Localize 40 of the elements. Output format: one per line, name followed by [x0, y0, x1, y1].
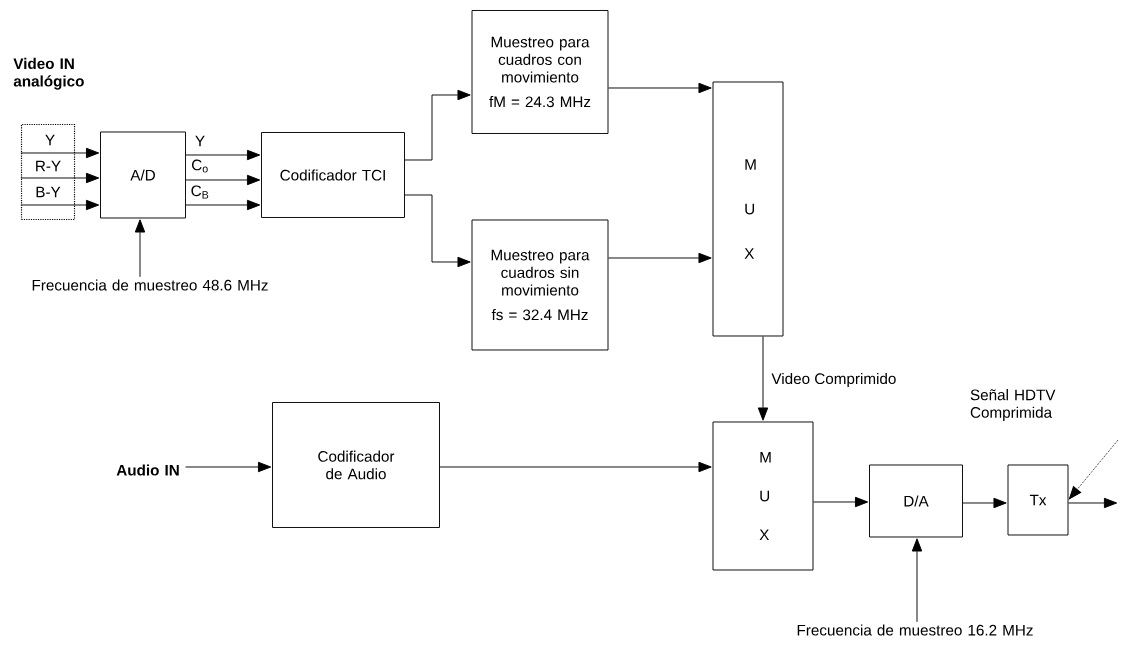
arrow: [20, 172, 100, 184]
edge-label: C$_{B}$: [191, 185, 209, 199]
arrow: [185, 461, 272, 473]
process-box: Tx: [1007, 464, 1069, 536]
arrow: [608, 82, 712, 94]
process-box: D/A: [869, 464, 963, 538]
arrow: [608, 252, 712, 264]
arrow: [404, 89, 471, 161]
arrow: [185, 199, 261, 211]
signal-label: Frecuencia de muestreo 48.6 MHz: [32, 279, 268, 291]
multiplexer-box: M U X: [712, 81, 784, 337]
arrow: [134, 219, 146, 278]
arrow: [1068, 497, 1118, 509]
arrow: [404, 194, 471, 268]
edge-label: R-Y: [36, 160, 61, 172]
arrow: [20, 199, 100, 211]
arrow: [185, 149, 261, 161]
arrow: [962, 497, 1007, 509]
edge-label: B-Y: [36, 186, 61, 198]
signal-label: Frecuencia de muestreo 16.2 MHz: [797, 624, 1033, 636]
edge-label: Y: [195, 135, 205, 147]
arrow: [813, 496, 869, 508]
process-box: Codificador de Audio: [272, 402, 440, 528]
arrow: [20, 147, 100, 159]
edge-label: Video Comprimido: [771, 372, 896, 388]
arrow: [757, 336, 769, 421]
heading: Video IN analógico: [13, 57, 84, 90]
process-box: A/D: [100, 131, 186, 219]
arrow: [185, 174, 261, 186]
signal-label: Señal HDTV Comprimida: [970, 389, 1056, 421]
multiplexer-box: M U X: [712, 421, 814, 571]
process-box: Muestreo para cuadros con movimiento fM = 24.3 MHz: [471, 10, 609, 134]
arrow: [911, 538, 923, 623]
arrow: [439, 461, 712, 473]
signal-label: Audio IN: [116, 464, 179, 476]
edge-label: C$_{o}$: [192, 159, 208, 173]
process-box: Muestreo para cuadros sin movimiento fs = 32.4 MHz: [471, 219, 609, 351]
process-box: Codificador TCI: [261, 132, 405, 218]
arrow: [1068, 439, 1119, 500]
edge-label: Y: [45, 134, 55, 146]
